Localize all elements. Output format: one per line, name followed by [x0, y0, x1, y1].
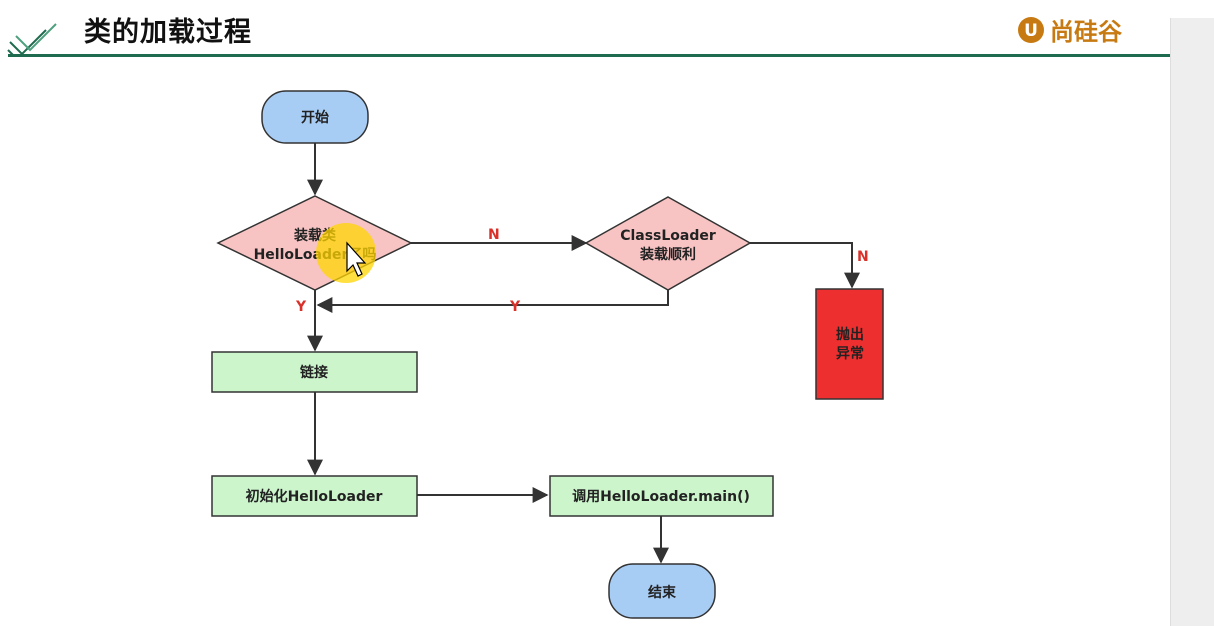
invoke-main-node-label: 调用HelloLoader.main()	[572, 489, 750, 505]
decision-classloader-label-line2: 装载顺利	[639, 246, 696, 263]
decision-classloader-label-line1: ClassLoader	[620, 228, 716, 244]
edge-label-n-2: N	[857, 249, 869, 265]
throw-exception-node	[815, 288, 884, 400]
brand-u-icon: U	[1018, 16, 1044, 43]
cursor-highlight	[316, 223, 376, 283]
throw-exception-label-line2: 异常	[836, 345, 864, 362]
edge-label-y-1: Y	[295, 299, 307, 315]
start-node	[261, 90, 369, 144]
link-node	[211, 351, 418, 393]
decision-classloader-node	[584, 196, 752, 291]
invoke-main-node	[549, 475, 774, 517]
end-node	[608, 563, 716, 619]
side-panel	[1170, 18, 1214, 626]
start-node-label: 开始	[301, 109, 329, 126]
brand-logo-letter: U	[1024, 21, 1038, 41]
flowchart: N N Y Y 开始 装载类 HelloLoader了吗 ClassLoader…	[211, 90, 884, 619]
brand-name: 尚硅谷	[1050, 18, 1122, 46]
link-node-label: 链接	[300, 364, 328, 381]
page-title: 类的加载过程	[84, 17, 252, 48]
edge-classloader-yes-back	[316, 290, 669, 313]
init-node	[211, 475, 418, 517]
header-divider	[8, 54, 1170, 57]
edge-classloader-to-throw	[750, 242, 860, 289]
end-node-label: 结束	[648, 584, 677, 601]
edge-label-n-1: N	[488, 227, 500, 243]
init-node-label: 初始化HelloLoader	[246, 488, 383, 505]
throw-exception-label-line1: 抛出	[836, 326, 864, 343]
mouse-cursor-icon	[346, 241, 367, 277]
brand-logo: U 尚硅谷	[1016, 12, 1122, 47]
edge-label-y-2: Y	[509, 299, 521, 315]
slide: 类的加载过程 U 尚硅谷 N N Y Y 开始 装载类	[7, 12, 1170, 619]
